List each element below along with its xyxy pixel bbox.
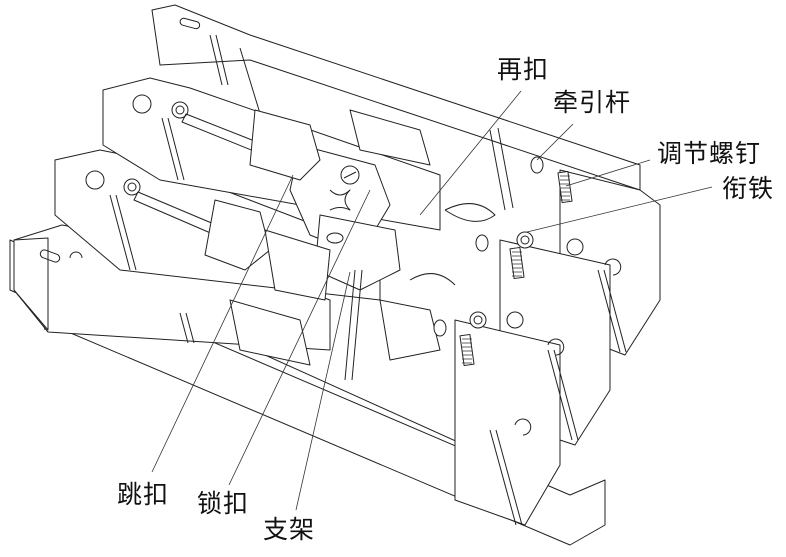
label-traction-rod: 牵引杆 (553, 88, 632, 117)
leader-adjusting-screw (565, 159, 651, 187)
label-bracket: 支架 (263, 515, 316, 544)
spring-bottom (459, 333, 475, 367)
label-lock-buckle: 锁扣 (197, 489, 250, 518)
leader-traction-rod (536, 123, 574, 161)
central-mechanism (204, 109, 441, 381)
rear-wall (151, 4, 641, 191)
label-armature: 衔铁 (722, 174, 775, 203)
leader-armature (526, 186, 713, 233)
spring-top (557, 170, 573, 204)
label-rebuckle: 再扣 (497, 55, 550, 84)
leader-bracket (295, 271, 351, 511)
label-adjusting-screw: 调节螺钉 (657, 139, 762, 168)
springs (409, 127, 573, 367)
spring-middle (509, 246, 525, 280)
terminal-blocks (454, 169, 661, 526)
leader-lock-buckle (228, 189, 371, 486)
leader-rebuckle (419, 90, 522, 216)
leader-trip-buckle (151, 174, 294, 473)
leader-lines (151, 90, 713, 511)
label-trip-buckle: 跳扣 (117, 480, 170, 509)
